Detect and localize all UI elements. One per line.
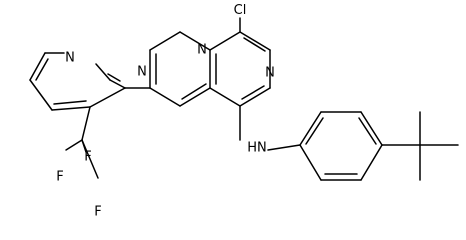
- bond: [29, 52, 46, 81]
- chemical-structure-diagram: Cl N N N N HN F F F: [29, 3, 459, 220]
- bond: [179, 87, 211, 107]
- bond: [109, 79, 126, 89]
- amine-nh-label: HN: [247, 141, 267, 156]
- bond: [81, 139, 99, 179]
- bond: [299, 111, 322, 146]
- fluorine-top-label: F: [84, 150, 91, 165]
- bond: [267, 144, 301, 151]
- bond: [179, 31, 211, 51]
- bond: [89, 87, 126, 108]
- bond: [35, 58, 49, 81]
- bond: [358, 117, 377, 145]
- bond: [95, 63, 111, 81]
- chlorine-label: Cl: [234, 3, 247, 18]
- bond: [181, 83, 207, 100]
- amine-link: [239, 105, 301, 151]
- bond: [299, 144, 322, 181]
- bond: [107, 73, 121, 82]
- fluorine-left-label: F: [56, 170, 63, 185]
- bond: [65, 139, 83, 151]
- bond: [239, 87, 271, 107]
- naphthyridine-nitrogen-label: N: [137, 65, 147, 80]
- pyrimidine-ring: [209, 17, 271, 107]
- trifluoromethyl-group: [65, 106, 99, 179]
- pyridine-nitrogen-label: N: [65, 51, 75, 66]
- fluorine-bottom-label: F: [94, 205, 101, 220]
- bond: [51, 106, 91, 111]
- bond: [81, 106, 91, 141]
- bonds: [29, 17, 459, 181]
- pyrimidine-nitrogen-top-label: N: [197, 43, 207, 58]
- pyrimidine-nitrogen-right-label: N: [265, 66, 275, 81]
- bond: [209, 31, 241, 51]
- bond: [53, 100, 87, 105]
- pyridine-ring: [29, 52, 126, 111]
- bond: [149, 87, 181, 107]
- bond: [241, 85, 265, 100]
- bond: [239, 31, 271, 51]
- atom-labels: Cl N N N N HN F F F: [56, 3, 275, 220]
- bond: [305, 117, 324, 145]
- bond: [360, 144, 383, 181]
- bond: [360, 111, 383, 146]
- bond: [29, 79, 53, 111]
- fused-pyridine-ring: [149, 31, 211, 107]
- bond: [149, 31, 181, 51]
- phenyl-ring: [299, 111, 383, 181]
- bond: [209, 87, 241, 107]
- tert-butyl-group: [381, 111, 459, 181]
- bond: [243, 37, 266, 52]
